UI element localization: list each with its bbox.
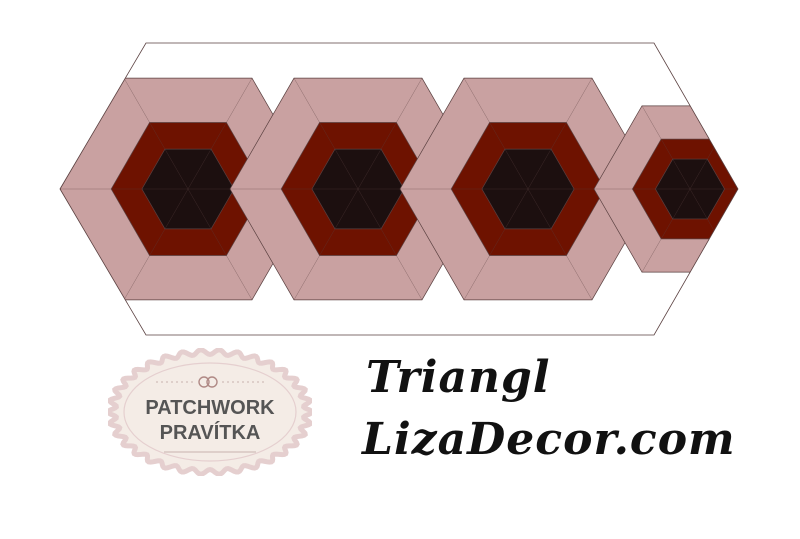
- logo-line-2: PRAVÍTKA: [160, 421, 261, 444]
- logo-rings-icon: [198, 376, 218, 388]
- website-label: LizaDecor.com: [362, 414, 736, 465]
- seam-line: [463, 78, 529, 190]
- runner-outline: [59, 42, 739, 336]
- seam-line: [187, 78, 253, 190]
- logo-line-1: PATCHWORK: [145, 397, 275, 419]
- seam-line: [527, 188, 593, 300]
- logo-inner-ring: [123, 362, 297, 462]
- patchwork-pravitka-logo: PATCHWORK PRAVÍTKA: [108, 348, 312, 476]
- quilt-blocks: [60, 77, 738, 301]
- seam-line: [527, 78, 593, 190]
- seam-line: [123, 78, 189, 190]
- seam-line: [123, 188, 189, 300]
- seam-line: [641, 105, 691, 190]
- seam-line: [463, 188, 529, 300]
- seam-line: [357, 78, 423, 190]
- logo-scalloped-border: [108, 348, 312, 476]
- seam-line: [357, 188, 423, 300]
- pattern-title: Triangl: [366, 352, 551, 403]
- quilt-table-runner: [59, 42, 739, 336]
- seam-line: [293, 188, 359, 300]
- seam-line: [293, 78, 359, 190]
- seam-line: [187, 188, 253, 300]
- seam-line: [641, 188, 691, 273]
